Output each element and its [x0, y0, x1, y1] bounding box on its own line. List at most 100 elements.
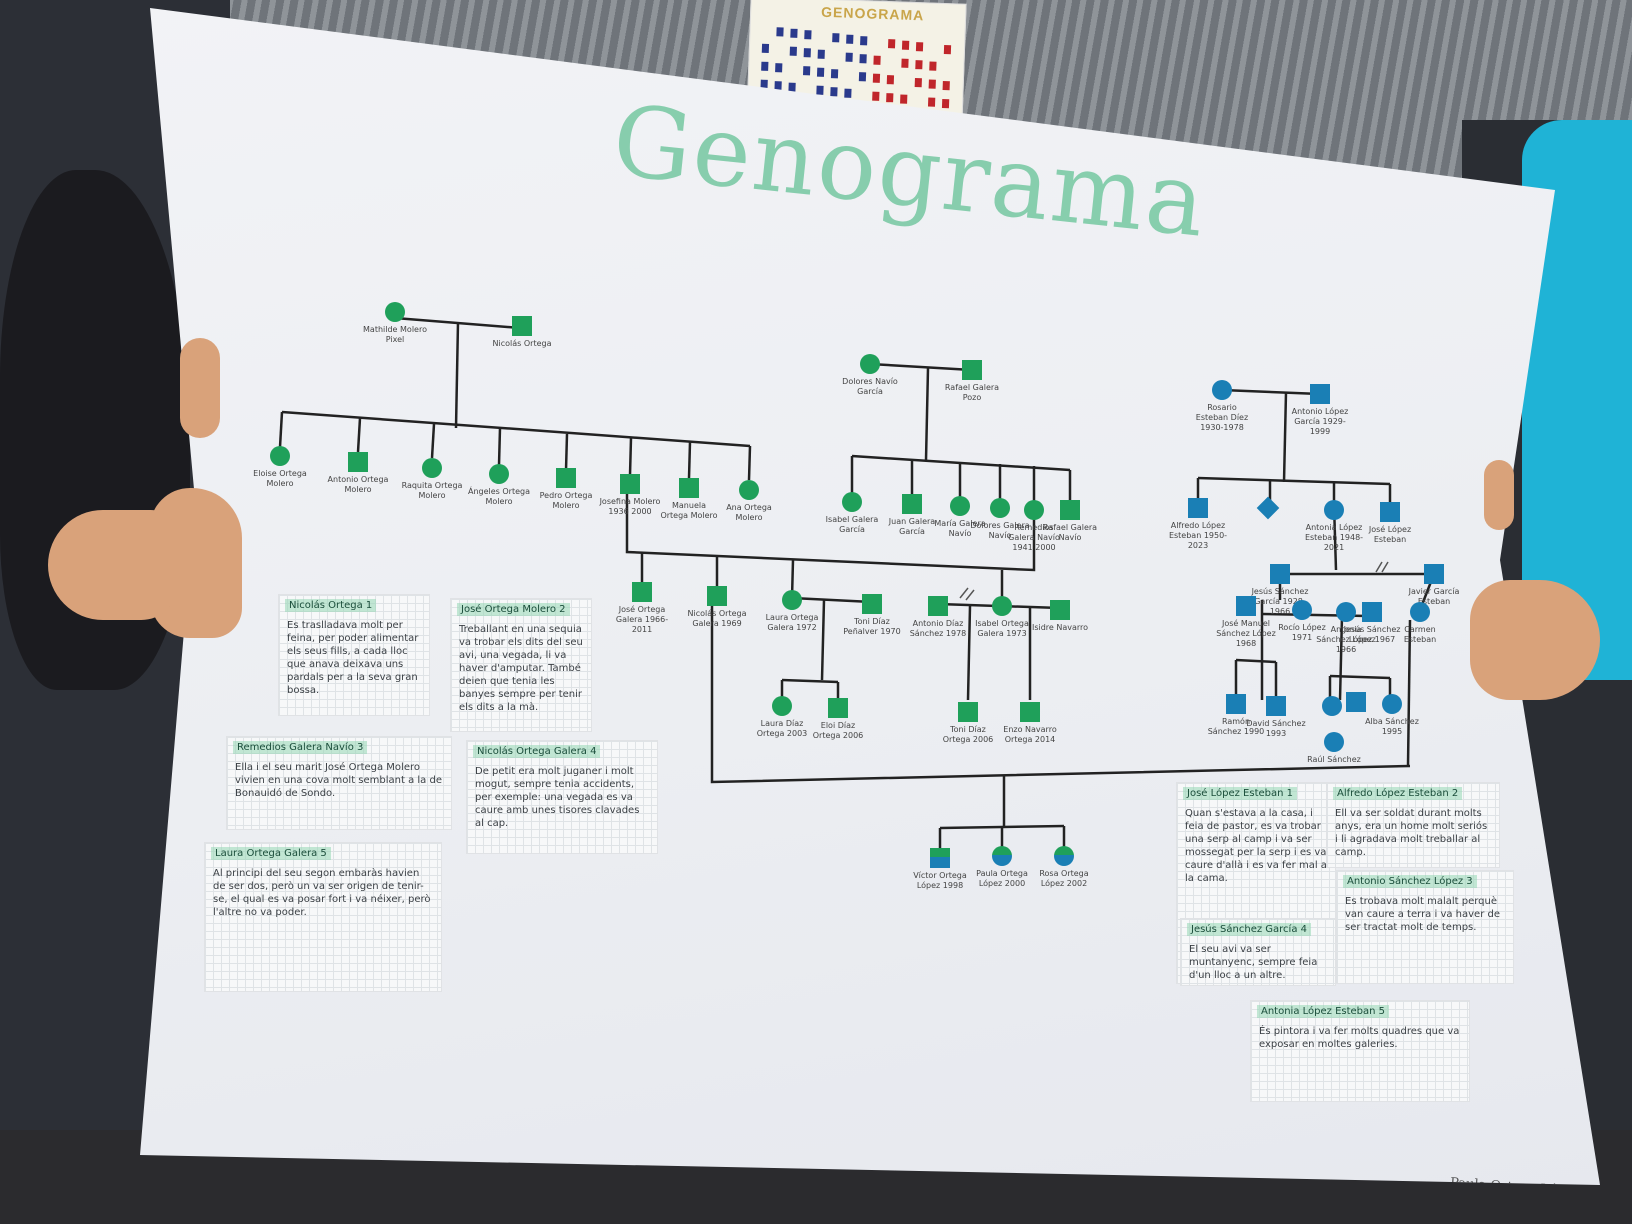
genogram-person-male-symbol	[1050, 600, 1070, 620]
background-poster-mark	[816, 85, 824, 95]
genogram-person-female-symbol	[270, 446, 290, 466]
background-poster-mark	[789, 46, 797, 56]
person-label: Nicolás Ortega	[492, 339, 552, 348]
background-poster-mark	[776, 27, 784, 37]
genogram-person-male-symbol	[928, 596, 948, 616]
background-poster-mark	[942, 81, 950, 91]
genogram-person-female-symbol	[489, 464, 509, 484]
background-poster-mark	[927, 97, 936, 107]
person-label: Alba Sánchez 1995	[1365, 717, 1419, 736]
background-poster-mark	[914, 78, 922, 88]
person-label: Antonia Sánchez López 1966	[1316, 625, 1376, 654]
person-label: Javier García Esteban	[1408, 587, 1460, 606]
background-poster-mark	[900, 94, 908, 104]
person-label: Pedro Ortega Molero	[539, 491, 593, 510]
background-poster-title: GENOGRAMA	[820, 3, 925, 24]
person-label: Enzo Navarro Ortega 2014	[1003, 725, 1057, 744]
background-poster-mark	[845, 52, 853, 62]
person-label: Paula Ortega López 2000	[976, 869, 1028, 888]
genogram-person-female-symbol	[739, 480, 759, 500]
person-label: Ramón Sánchez 1990	[1207, 717, 1265, 736]
background-poster-mark	[804, 30, 812, 40]
person-label: Eloise Ortega Molero	[253, 469, 307, 488]
person-label: David Sánchez 1993	[1246, 719, 1306, 738]
person-label: Manuela Ortega Molero	[660, 501, 718, 520]
person-label: Víctor Ortega López 1998	[913, 871, 967, 890]
background-poster-mark	[929, 61, 937, 71]
note-body: Ella i el seu marit José Ortega Molero v…	[235, 762, 442, 799]
background-poster-mark	[844, 88, 852, 98]
background-poster-mark	[830, 69, 839, 79]
genogram-person-female-symbol	[385, 302, 405, 322]
person-label: José Manuel Sánchez López 1968	[1216, 619, 1276, 648]
genogram-person-male-symbol	[632, 582, 652, 602]
person-label: Rafael Galera Pozo	[944, 383, 1000, 402]
genogram-person-male-symbol	[1424, 564, 1444, 584]
genogram-person-male-symbol	[1226, 694, 1246, 714]
left-thumb	[180, 338, 220, 438]
background-poster-mark	[928, 79, 936, 89]
person-label: Jesús Sánchez López 1967	[1343, 625, 1401, 644]
genogram-person-male-symbol	[962, 360, 982, 380]
genogram-person-male-symbol	[958, 702, 978, 722]
person-label: María Galera Navío	[934, 519, 986, 538]
background-poster-mark	[941, 99, 950, 109]
person-label: Raquita Ortega Molero	[401, 481, 463, 500]
genogram-person-female-symbol	[1212, 380, 1232, 400]
person-label: Josefina Molero 1936 2000	[599, 497, 661, 516]
genogram-person-male-symbol	[707, 586, 727, 606]
person-label: Dolores Galera Navío	[970, 521, 1030, 540]
person-label: Juan Galera García	[888, 517, 936, 536]
person-label: Antonio López García 1929-1999	[1291, 407, 1349, 436]
person-label: Raúl Sánchez	[1307, 755, 1361, 764]
person-label: Antonia López Esteban 1948-2021	[1304, 523, 1364, 552]
genogram-person-female-symbol	[992, 846, 1012, 866]
person-label: Isabel Ortega Galera 1973	[975, 619, 1029, 638]
note-card: Laura Ortega Galera 5 Al principi del se…	[204, 842, 442, 992]
genogram-person-female-symbol	[1324, 732, 1344, 752]
background-poster-mark	[761, 61, 769, 71]
person-label: Eloi Díaz Ortega 2006	[812, 721, 864, 740]
note-title: Nicolás Ortega Galera 4	[473, 745, 601, 758]
note-body: Treballant en una sequia va trobar els d…	[459, 624, 583, 713]
note-title: Alfredo López Esteban 2	[1333, 787, 1463, 800]
note-card: Antonio Sánchez López 3 Es trobava molt …	[1336, 870, 1514, 984]
background-poster-mark	[872, 91, 880, 101]
person-label: Isabel Galera García	[825, 515, 879, 534]
genogram-person-female-symbol	[1324, 500, 1344, 520]
genogram-person-female-symbol	[1382, 694, 1402, 714]
person-label: Ana Ortega Molero	[726, 503, 772, 522]
background-poster-mark	[872, 73, 881, 83]
genogram-person-male-symbol	[1362, 602, 1382, 622]
background-poster-mark	[774, 81, 782, 91]
person-label: Alfredo López Esteban 1950-2023	[1168, 521, 1228, 550]
genogram-person-male-symbol	[1310, 384, 1330, 404]
note-card: Alfredo López Esteban 2 Ell va ser solda…	[1326, 782, 1500, 868]
genogram-person-male-symbol	[1380, 502, 1400, 522]
genogram-person-male-symbol	[348, 452, 368, 472]
note-title: José Ortega Molero 2	[457, 603, 570, 616]
genogram-person-male-symbol	[1020, 702, 1040, 722]
background-poster-mark	[802, 66, 811, 76]
genogram-person-female-symbol	[1322, 696, 1342, 716]
person-label: Remedios Galera Navío 1941 2000	[1008, 523, 1060, 552]
genogram-person-female-symbol	[1024, 500, 1044, 520]
background-poster-mark	[943, 45, 952, 55]
note-body: Al principi del seu segon embaràs havien…	[213, 868, 431, 918]
person-label: Rosario Esteban Díez 1930-1978	[1195, 403, 1249, 432]
person-label: Toni Díaz Peñalver 1970	[843, 617, 901, 636]
note-card: Antonia López Esteban 5 És pintora i va …	[1250, 1000, 1470, 1102]
background-poster-mark	[803, 48, 811, 58]
note-title: Laura Ortega Galera 5	[211, 847, 331, 860]
note-body: És pintora i va fer molts quadres que va…	[1259, 1026, 1460, 1050]
note-title: Antonia López Esteban 5	[1257, 1005, 1390, 1018]
right-hand	[1470, 580, 1600, 700]
person-label: Antonio Díaz Sánchez 1978	[909, 619, 967, 638]
note-body: Quan s'estava a la casa, i feia de pasto…	[1185, 808, 1327, 884]
genogram-person-male-symbol	[1346, 692, 1366, 712]
genogram-person-male-symbol	[1266, 696, 1286, 716]
background-poster-mark	[846, 34, 854, 44]
background-poster-mark	[886, 93, 894, 103]
note-card: Jesús Sánchez García 4 El seu avi va ser…	[1180, 918, 1336, 986]
